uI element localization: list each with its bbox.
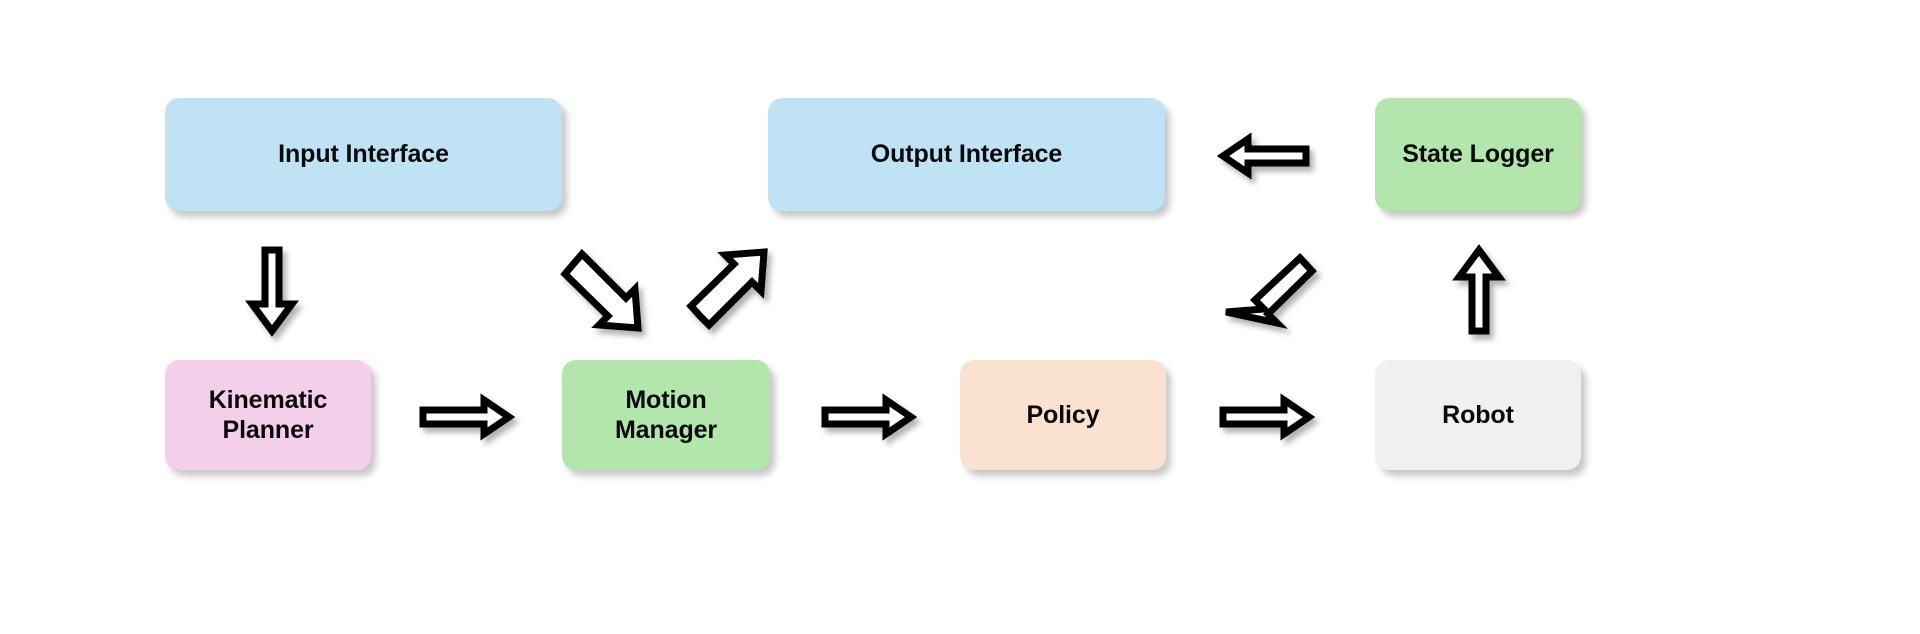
node-label-policy: Policy xyxy=(1026,400,1100,429)
node-label-input-interface: Input Interface xyxy=(278,140,449,169)
node-policy[interactable]: Policy xyxy=(960,360,1166,470)
node-label-state-logger: State Logger xyxy=(1402,140,1554,169)
node-input-interface[interactable]: Input Interface xyxy=(165,98,562,211)
node-label-output-interface: Output Interface xyxy=(870,140,1063,169)
node-label-kinematic-planner: Kinematic Planner xyxy=(208,385,328,445)
arrow-diagonal-down-left-logger-to-policy xyxy=(1222,250,1322,336)
node-motion-manager[interactable]: Motion Manager xyxy=(562,360,770,470)
arrow-diagonal-up-right-manager-to-output xyxy=(686,246,786,338)
arrow-right-planner-to-manager xyxy=(418,393,516,441)
node-label-robot: Robot xyxy=(1442,400,1514,429)
node-state-logger[interactable]: State Logger xyxy=(1375,98,1581,211)
node-robot[interactable]: Robot xyxy=(1375,360,1581,470)
arrow-left-logger-to-output xyxy=(1216,132,1310,180)
arrow-down-input-to-planner xyxy=(245,246,299,337)
arrow-right-manager-to-policy xyxy=(820,393,918,441)
node-output-interface[interactable]: Output Interface xyxy=(768,98,1165,211)
arrow-up-robot-to-logger xyxy=(1452,244,1506,336)
node-kinematic-planner[interactable]: Kinematic Planner xyxy=(165,360,371,470)
node-label-motion-manager: Motion Manager xyxy=(614,385,718,445)
arrow-right-policy-to-robot xyxy=(1218,393,1316,441)
arrow-diagonal-down-right-input-to-manager xyxy=(560,246,656,338)
